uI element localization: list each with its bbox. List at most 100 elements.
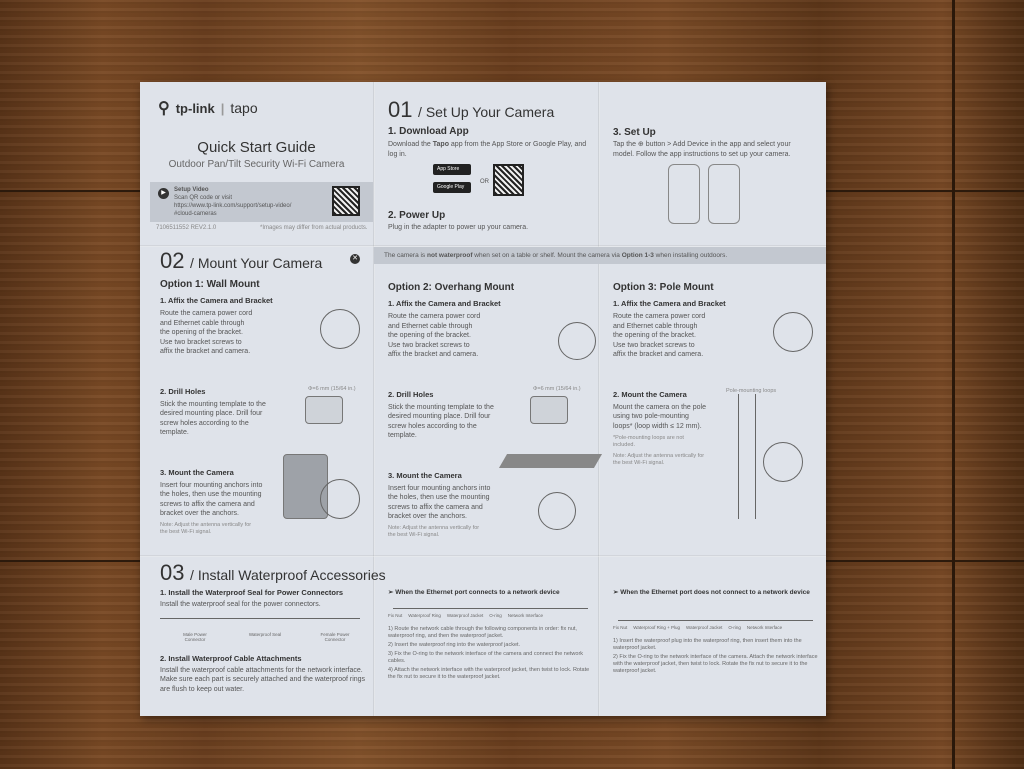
guide-text: Route the camera power cord and Ethernet…: [160, 310, 253, 355]
guide-text: 3. Mount the Camera: [160, 467, 234, 477]
template-illustration: [530, 396, 568, 424]
brand-name: tp-link: [175, 100, 215, 116]
guide-text: The camera is: [384, 252, 427, 259]
case-connected: ➢ When the Ethernet port connects to a n…: [388, 588, 593, 681]
plank-seam: [952, 0, 955, 769]
guide-text: Insert four mounting anchors into the ho…: [388, 484, 491, 521]
tp-link-logo-icon: ⚲: [158, 100, 170, 117]
guide-text: Stick the mounting template to the desir…: [388, 403, 494, 440]
ceiling-illustration: [498, 454, 603, 468]
guide-text: Pole-mounting loops: [726, 388, 777, 394]
camera-illustration: [773, 312, 813, 352]
guide-text: 2. Mount the Camera: [613, 389, 687, 399]
guide-text: not waterproof: [427, 252, 473, 259]
guide-title: Quick Start Guide: [197, 139, 316, 156]
setup-video-url[interactable]: https://www.tp-link.com/support/setup-vi…: [174, 203, 292, 209]
camera-illustration: [320, 479, 360, 519]
guide-text: 01: [388, 97, 413, 122]
guide-text: Female Power Connector: [320, 631, 350, 642]
power-up-text: Plug in the adapter to power up your cam…: [388, 224, 529, 231]
template-illustration: [305, 396, 343, 424]
section-02-heading: 02 / Mount Your Camera: [160, 248, 322, 274]
download-app-title: 1. Download App: [388, 126, 469, 137]
guide-text: Download the: [388, 141, 433, 148]
guide-text: / Set Up Your Camera: [418, 104, 555, 120]
guide-text: Insert four mounting anchors into the ho…: [160, 481, 263, 518]
download-app-text: Download the Tapo app from the App Store…: [388, 140, 588, 159]
guide-text: Option 1: Wall Mount: [160, 279, 260, 290]
guide-text: Network Interface: [746, 625, 783, 630]
guide-text: Network Interface: [507, 613, 544, 618]
guide-text: Install the waterproof cable attachments…: [160, 666, 366, 693]
guide-text: 2. Drill Holes: [160, 386, 206, 396]
phone-illustration: [668, 164, 700, 224]
guide-text: 1) Insert the waterproof plug into the w…: [613, 638, 802, 651]
power-up-title: 2. Power Up: [388, 210, 446, 221]
setup-video-anchor: #cloud-cameras: [174, 211, 217, 217]
app-store-badge[interactable]: App Store: [433, 164, 471, 175]
qr-code: [332, 186, 360, 216]
guide-text: / Mount Your Camera: [190, 255, 323, 271]
guide-text: Fix Nut: [388, 613, 403, 618]
guide-text: Fix Nut: [613, 625, 628, 630]
guide-text: Male Power Connector: [183, 631, 207, 642]
section-01-heading: 01 / Set Up Your Camera: [388, 97, 554, 123]
camera-illustration: [763, 442, 803, 482]
guide-text: Note: Adjust the antenna vertically for …: [160, 521, 252, 535]
wall-illustration: [283, 454, 328, 519]
guide-text: Install the waterproof seal for the powe…: [160, 601, 321, 608]
guide-text: 4) Attach the network interface with the…: [388, 667, 590, 680]
guide-text: Φ=6 mm (15/64 in.): [308, 386, 356, 392]
guide-text: 2. Install Waterproof Cable Attachments: [160, 653, 302, 663]
guide-text: When the Ethernet port does not connect …: [620, 589, 810, 596]
cable-illustration: [393, 608, 588, 609]
guide-text: 1. Affix the Camera and Bracket: [613, 299, 726, 308]
guide-text: 1. Affix the Camera and Bracket: [160, 296, 273, 305]
power-connector-illustration: [160, 618, 360, 619]
guide-text: O-ring: [728, 625, 741, 630]
waterproof-warning: The camera is not waterproof when set on…: [374, 247, 826, 264]
guide-text: Waterproof Jacket: [686, 625, 723, 630]
guide-text: Route the camera power cord and Ethernet…: [613, 313, 706, 358]
guide-text: Mount the camera on the pole using two p…: [613, 403, 707, 430]
or-label: OR: [480, 179, 489, 185]
set-up-text: Tap the ⊕ button > Add Device in the app…: [613, 141, 791, 158]
guide-subtitle: Outdoor Pan/Tilt Security Wi-Fi Camera: [168, 159, 345, 170]
guide-text: 3) Fix the O-ring to the network interfa…: [388, 651, 584, 664]
brand-logo: ⚲ tp-link | tapo: [158, 100, 258, 117]
guide-text: Note: Adjust the antenna vertically for …: [388, 524, 480, 538]
google-play-badge[interactable]: Google Play: [433, 182, 471, 193]
disclaimer: *Images may differ from actual products.: [260, 225, 368, 231]
set-up-title: 3. Set Up: [613, 127, 656, 138]
guide-text: 2) Fix the O-ring to the network interfa…: [613, 654, 818, 674]
guide-text: 3. Mount the Camera: [388, 470, 462, 480]
install-accessories: 1. Install the Waterproof Seal for Power…: [160, 588, 370, 694]
guide-text: when installing outdoors.: [653, 252, 728, 259]
guide-text: Waterproof Jacket: [446, 613, 484, 618]
not-waterproof-icon: ✕: [350, 254, 360, 264]
guide-text: 1. Affix the Camera and Bracket: [388, 299, 501, 308]
guide-text: Note: Adjust the antenna vertically for …: [613, 453, 705, 466]
guide-text: 03: [160, 560, 185, 585]
guide-text: Waterproof Ring + Plug: [633, 625, 680, 630]
option-overhang-mount: Option 2: Overhang Mount 1. Affix the Ca…: [388, 282, 603, 539]
guide-text: Waterproof Ring: [408, 613, 441, 618]
play-icon: ▶: [158, 188, 169, 199]
setup-video-banner: ▶ Setup Video Scan QR code or visit http…: [150, 182, 373, 222]
guide-text: Option 3: Pole Mount: [613, 282, 714, 293]
guide-text: Waterproof Seal: [248, 631, 282, 637]
guide-text: When the Ethernet port connects to a net…: [395, 589, 560, 596]
setup-video-label: Setup Video: [174, 187, 209, 193]
guide-text: / Install Waterproof Accessories: [190, 567, 386, 583]
option-pole-mount: Option 3: Pole Mount 1. Affix the Camera…: [613, 282, 818, 519]
setup-video-text: Scan QR code or visit: [174, 195, 233, 201]
tapo-logo: tapo: [230, 100, 258, 116]
guide-text: Route the camera power cord and Ethernet…: [388, 313, 481, 358]
guide-text: 1. Install the Waterproof Seal for Power…: [160, 588, 344, 597]
section-03-heading: 03 / Install Waterproof Accessories: [160, 560, 386, 586]
guide-text: app from the App Store or Google Play, a…: [388, 141, 587, 158]
option-wall-mount: Option 1: Wall Mount 1. Affix the Camera…: [160, 279, 365, 536]
camera-illustration: [538, 492, 576, 530]
guide-text: O-ring: [489, 613, 502, 618]
doc-code: 7106511552 REV2.1.0: [156, 225, 217, 231]
